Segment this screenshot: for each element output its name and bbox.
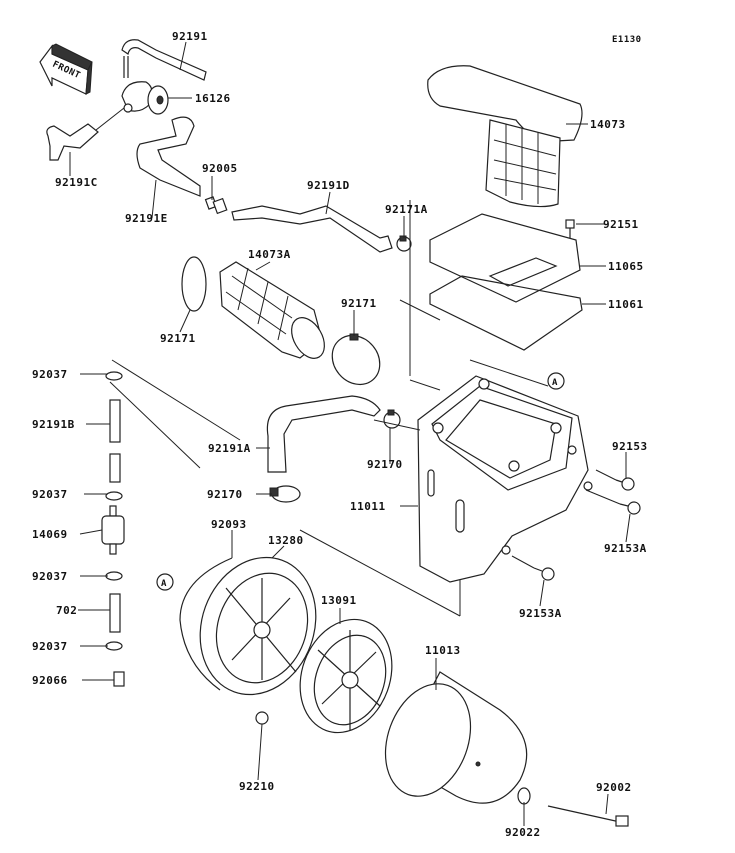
label-92005: 92005 [202,162,238,175]
clip-92037-2 [105,491,123,501]
fitting-92005 [204,196,228,215]
label-92170-mid: 92170 [367,458,403,471]
diagram-code: E1130 [612,35,642,45]
cover-emblem [488,257,558,287]
hose-92191c [46,123,99,161]
label-92171-left: 92171 [160,332,196,345]
bolt-92151 [565,219,575,238]
label-92037-1: 92037 [32,368,68,381]
label-92191c: 92191C [55,176,98,189]
clamp-92171a [396,235,412,252]
label-92171-mid: 92171 [341,297,377,310]
nut-92210 [255,711,269,725]
label-92002: 92002 [596,781,632,794]
label-92171a: 92171A [385,203,428,216]
label-14073a: 14073A [248,248,291,261]
drain-plug-92066 [113,671,125,687]
label-92066: 92066 [32,674,68,687]
label-13091: 13091 [321,594,357,607]
intake-boot-14073a [219,261,325,359]
air-duct-14073 [427,65,583,208]
bolt-92153a-low [533,567,555,581]
label-92191: 92191 [172,30,208,43]
clamp-92170-mid [383,409,401,429]
label-92037-4: 92037 [32,640,68,653]
label-702: 702 [56,604,77,617]
filter-element-11013 [384,671,528,804]
clamp-92171-mid [331,333,381,386]
label-92191b: 92191B [32,418,75,431]
bolt-92002 [547,805,629,827]
ring-92093 [179,557,233,691]
cover-11065 [429,213,581,303]
label-92151: 92151 [603,218,639,231]
label-92153a-right: 92153A [604,542,647,555]
label-14069: 14069 [32,528,68,541]
clip-92037-3 [105,571,123,581]
clip-92037-1 [105,371,123,381]
valve-16126 [121,81,169,115]
label-92210: 92210 [239,780,275,793]
clamp-92171-left [181,256,207,312]
label-92191a: 92191A [208,442,251,455]
label-13280: 13280 [268,534,304,547]
reference-mark-a-left: A [161,579,167,589]
label-11061: 11061 [608,298,644,311]
front-arrow-icon: FRONT [39,43,93,95]
fuel-filter-14069 [101,505,125,555]
label-92153a-low: 92153A [519,607,562,620]
cover-13280 [199,556,317,696]
label-11011: 11011 [350,500,386,513]
label-92093: 92093 [211,518,247,531]
label-92191d: 92191D [307,179,350,192]
bolt-92153 [615,477,635,491]
label-11065: 11065 [608,260,644,273]
hose-92191d [231,205,393,253]
clamp-92170-low [269,485,301,503]
hose-92191b [109,399,121,483]
clip-92037-4 [105,641,123,651]
washer-92022 [517,787,531,805]
label-92037-2: 92037 [32,488,68,501]
reference-mark-a-right: A [552,378,558,388]
hose-92191 [121,39,207,81]
hose-702 [109,593,121,633]
hose-92191a [266,395,381,473]
air-cleaner-housing-11011 [417,375,593,583]
label-16126: 16126 [195,92,231,105]
element-frame-13091 [299,618,393,734]
hose-92191e [136,116,201,197]
label-92191e: 92191E [125,212,168,225]
bolt-92153a-right [619,501,641,515]
leader-lines [69,41,631,826]
label-92170-low: 92170 [207,488,243,501]
label-92037-3: 92037 [32,570,68,583]
label-11013: 11013 [425,644,461,657]
label-14073: 14073 [590,118,626,131]
gasket-11061 [429,275,583,351]
label-92022: 92022 [505,826,541,839]
label-92153: 92153 [612,440,648,453]
